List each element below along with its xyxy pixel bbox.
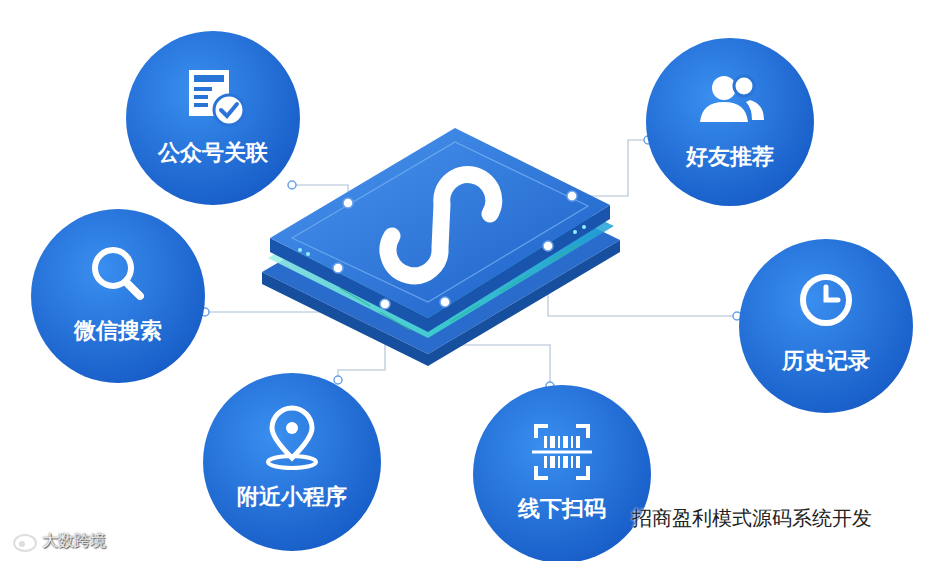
circle-shape — [472, 384, 652, 561]
feature-label: 公众号关联 — [125, 140, 301, 166]
icon-part — [214, 95, 244, 125]
icon-part — [544, 436, 580, 468]
icon-part — [582, 225, 586, 229]
feature-label: 线下扫码 — [472, 496, 652, 522]
icon-part — [746, 100, 764, 120]
icon-part — [558, 456, 560, 468]
circle-fill — [203, 373, 381, 551]
feature-circle: 历史记录 — [738, 238, 914, 414]
icon-part — [550, 436, 555, 448]
icon-part — [576, 436, 580, 448]
icon-part — [288, 181, 296, 189]
icon-part — [286, 422, 298, 434]
icon-part: 线下扫码 — [518, 496, 606, 521]
feature-icon — [189, 70, 244, 125]
icon-part: 公众号关联 — [158, 140, 268, 165]
leader-line — [572, 140, 648, 196]
icon-part — [14, 535, 36, 551]
icon-part — [826, 287, 838, 300]
circle-shape — [645, 37, 815, 207]
icon-part — [544, 436, 547, 448]
icon-part — [712, 76, 736, 100]
icon-part — [268, 456, 316, 468]
feature-circle: 附近小程序 — [202, 372, 382, 552]
circle-shape — [30, 208, 206, 384]
icon-part: 好友推荐 — [686, 144, 774, 169]
feature-icon — [268, 408, 316, 468]
icon-part — [543, 241, 553, 251]
icon-part — [571, 456, 573, 468]
icon-part: 附近小程序 — [237, 484, 347, 509]
chip-upper-plate — [270, 128, 610, 318]
icon-part — [333, 263, 343, 273]
icon-part — [194, 95, 208, 99]
icon-part — [700, 102, 748, 122]
icon-part — [298, 248, 302, 252]
circle-shape — [202, 372, 382, 552]
feature-icon — [95, 250, 140, 296]
icon-part — [544, 456, 547, 468]
mini-program-logo — [388, 175, 494, 276]
circle-fill — [739, 239, 913, 413]
icon-part — [19, 541, 25, 547]
icon-part — [126, 282, 140, 296]
feature-icon — [700, 76, 764, 122]
circle-shape — [125, 30, 301, 206]
icon-part — [440, 297, 450, 307]
feature-icon — [532, 426, 592, 478]
feature-circle: 微信搜索 — [30, 208, 206, 384]
icon-part — [306, 252, 310, 256]
icon-part — [532, 451, 592, 454]
icon-part — [734, 76, 754, 96]
feature-circle: 好友推荐 — [645, 37, 815, 207]
circle-fill — [126, 31, 300, 205]
chip-inner-border — [292, 142, 588, 302]
icon-part — [571, 436, 573, 448]
feature-icon — [803, 277, 849, 323]
icon-part — [563, 436, 568, 448]
circle-fill — [473, 385, 651, 561]
icon-part — [380, 299, 390, 309]
icon-part — [567, 191, 577, 201]
icon-part — [803, 277, 849, 323]
icon-part — [194, 103, 208, 107]
icon-part — [194, 87, 212, 91]
source-label: 招商盈利模式源码系统开发 — [632, 505, 872, 532]
circle-fill — [31, 209, 205, 383]
icon-part — [272, 408, 312, 458]
icon-part — [563, 456, 568, 468]
feature-circle: 线下扫码 — [472, 384, 652, 561]
icon-part — [576, 456, 580, 468]
feature-label: 好友推荐 — [645, 144, 815, 170]
feature-label: 历史记录 — [738, 348, 914, 374]
icon-part: 微信搜索 — [74, 318, 162, 343]
watermark-text: 大数跨境 — [42, 531, 106, 552]
circle-fill — [646, 38, 814, 206]
watermark-icon — [14, 535, 36, 551]
icon-part — [194, 75, 224, 82]
feature-circle: 公众号关联 — [125, 30, 301, 206]
feature-label: 附近小程序 — [202, 484, 382, 510]
icon-part: 历史记录 — [782, 348, 870, 373]
icon-part — [334, 376, 342, 384]
circle-shape — [738, 238, 914, 414]
icon-part — [558, 436, 560, 448]
icon-part — [573, 230, 577, 234]
attach-dots — [201, 136, 741, 390]
icon-part — [343, 198, 353, 208]
feature-label: 微信搜索 — [30, 318, 206, 344]
icon-part — [221, 104, 237, 116]
icon-part — [550, 456, 555, 468]
